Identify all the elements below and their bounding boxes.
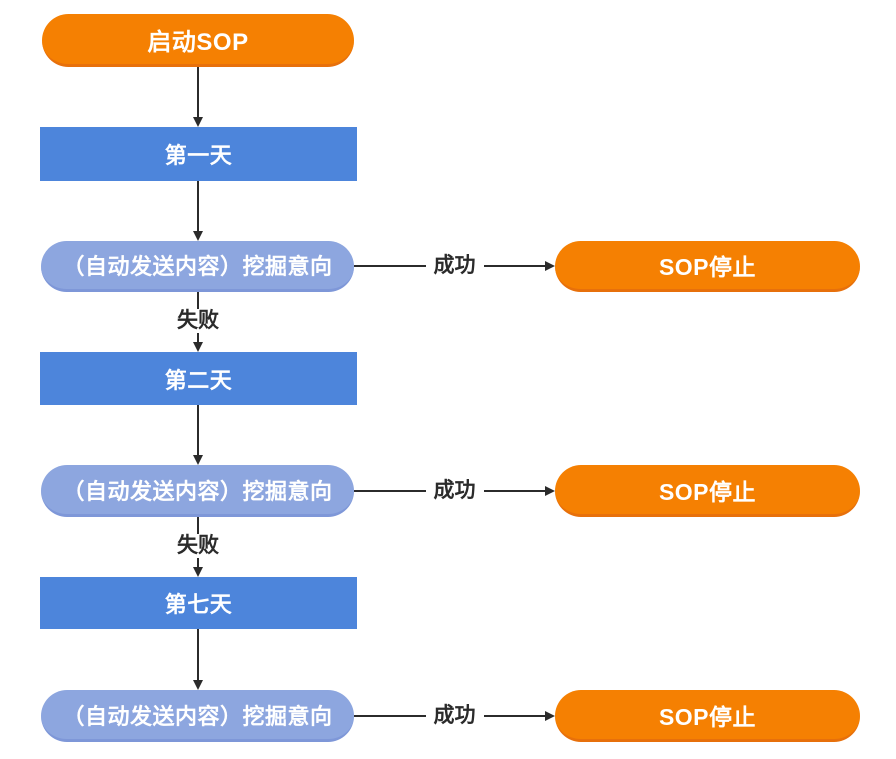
success-arrow-7: 成功 — [354, 702, 555, 730]
down-arrow — [197, 629, 199, 680]
stop-node-2: SOP停止 — [555, 465, 860, 517]
fail-edge-label: 失败 — [172, 309, 224, 333]
success-edge-label: 成功 — [425, 254, 484, 278]
success-arrow-2: 成功 — [354, 477, 555, 505]
down-arrow — [197, 181, 199, 231]
stop-node-7: SOP停止 — [555, 690, 860, 742]
stop-node-1: SOP停止 — [555, 241, 860, 292]
fail-edge-label: 失败 — [172, 534, 224, 558]
success-arrow-1: 成功 — [354, 252, 555, 280]
action-node-1: （自动发送内容）挖掘意向 — [41, 241, 354, 292]
action-node-2: （自动发送内容）挖掘意向 — [41, 465, 354, 517]
day-node-7: 第七天 — [40, 577, 357, 629]
success-edge-label: 成功 — [425, 479, 484, 503]
success-edge-label: 成功 — [425, 704, 484, 728]
day-node-2: 第二天 — [40, 352, 357, 405]
action-node-7: （自动发送内容）挖掘意向 — [41, 690, 354, 742]
day-node-1: 第一天 — [40, 127, 357, 181]
down-arrow — [197, 405, 199, 455]
start-node: 启动SOP — [42, 14, 354, 67]
down-arrow — [197, 67, 199, 117]
